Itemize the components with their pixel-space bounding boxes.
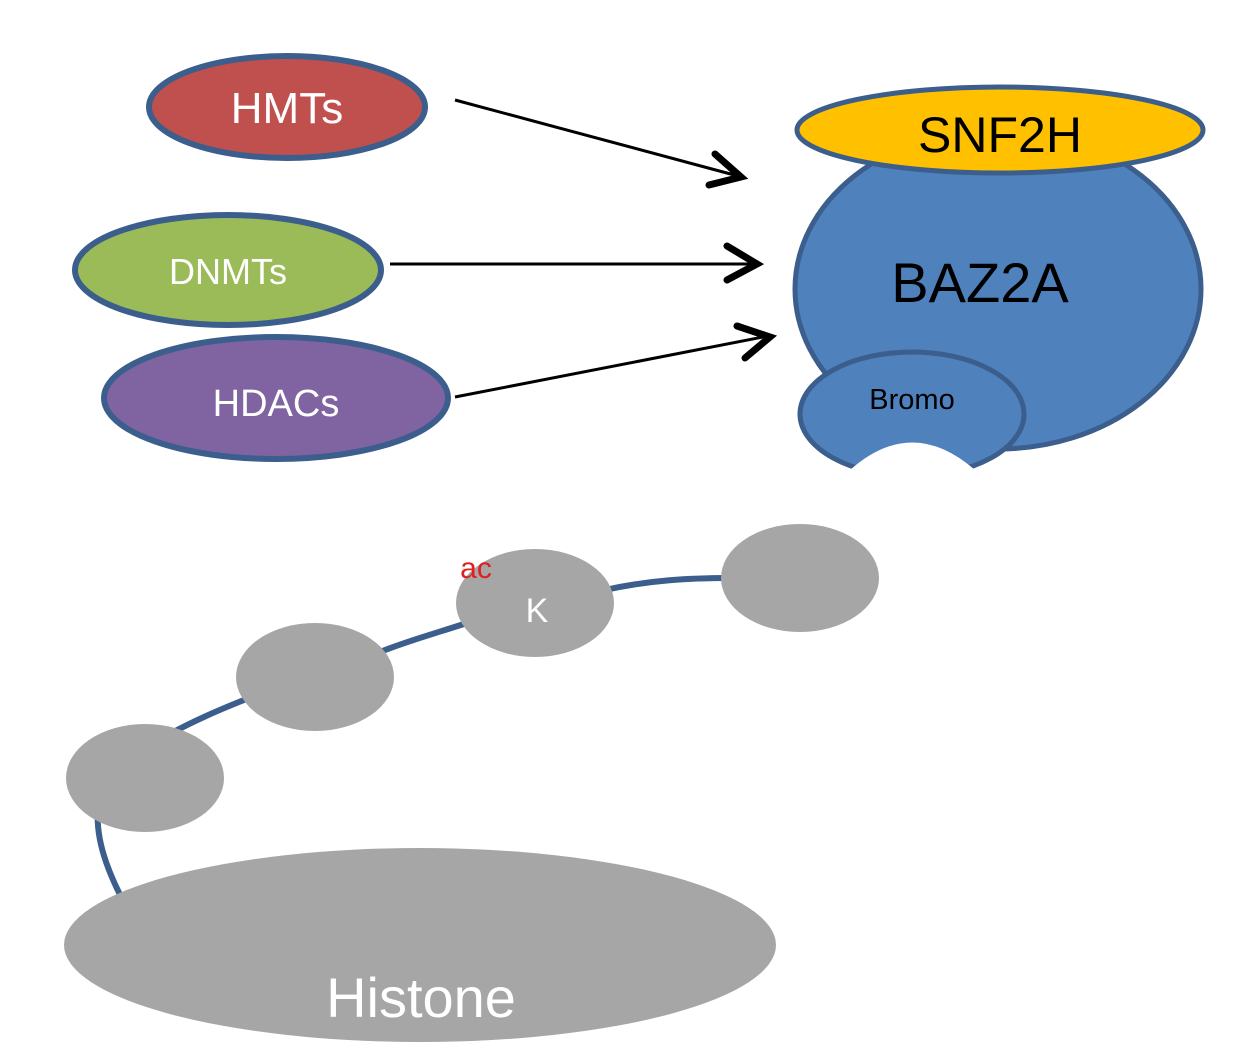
enzyme-dnmts: DNMTs — [72, 212, 384, 328]
enzyme-hdacs: HDACs — [101, 334, 451, 462]
bromodomain: Bromo — [797, 349, 1027, 490]
snf2h-label: SNF2H — [918, 107, 1082, 163]
arrow-dnmts-head — [723, 242, 765, 284]
arrow-hmts-to-baz2a — [454, 98, 749, 189]
dnmts-ellipse — [72, 212, 384, 328]
dnmts-label: DNMTs — [169, 251, 287, 292]
acetylation-mark-label: ac — [460, 552, 492, 585]
arrow-hdacs-head — [733, 322, 778, 362]
residue-2 — [236, 623, 394, 731]
baz2a-complex: BAZ2A SNF2H Bromo — [792, 84, 1206, 490]
enzyme-hmts: HMTs — [146, 53, 428, 161]
arrow-hdacs-to-baz2a — [454, 322, 778, 399]
baz2a-label: BAZ2A — [891, 251, 1069, 314]
histone-tail: Histone K ac — [64, 524, 879, 1042]
arrow-hmts-line — [454, 98, 739, 178]
bromo-label: Bromo — [869, 384, 954, 416]
snf2h-ellipse — [794, 84, 1206, 176]
tail-backbone-line — [94, 575, 733, 913]
bromo-pocket-mask — [840, 470, 990, 490]
residue-5 — [721, 524, 879, 632]
hdacs-ellipse — [101, 334, 451, 462]
arrows — [390, 98, 778, 399]
arrow-dnmts-to-baz2a — [390, 242, 765, 284]
bromo-binding-pocket — [850, 442, 975, 470]
residue-1 — [66, 724, 224, 832]
residue-k-label: K — [526, 592, 549, 630]
histone-label: Histone — [326, 966, 516, 1029]
histone-core — [64, 848, 776, 1042]
arrow-hdacs-line — [454, 334, 769, 399]
arrow-hmts-head — [705, 150, 749, 189]
residue-k-acetylated — [456, 549, 614, 657]
hmts-label: HMTs — [231, 84, 343, 133]
hmts-ellipse — [146, 53, 428, 161]
hdacs-label: HDACs — [213, 383, 340, 425]
